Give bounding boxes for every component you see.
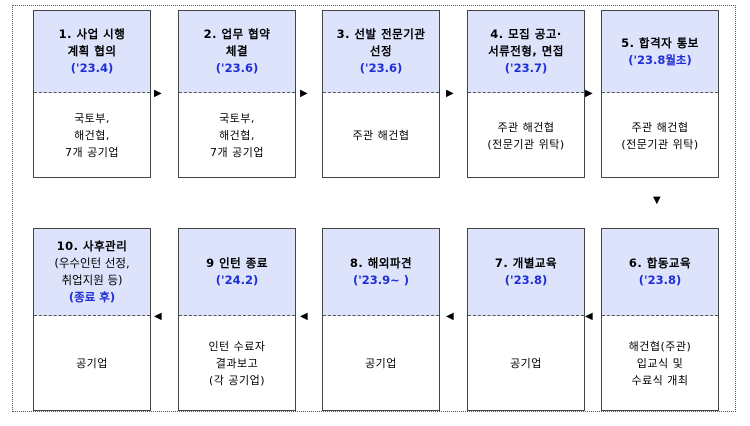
step-7-title: 7. 개별교육: [494, 256, 558, 270]
step-8-body: 공기업: [365, 357, 397, 370]
arrow-right-3: ▶: [446, 88, 454, 99]
step-6-body: 해건협(주관) 입교식 및 수료식 개최: [628, 340, 692, 387]
step-10-header: 10. 사후관리 (우수인턴 선정, 취업지원 등) (종료 후): [34, 229, 150, 316]
step-4-body: 주관 해건협 (전문기관 위탁): [487, 120, 565, 151]
arrow-left-1: ◀: [585, 311, 593, 322]
arrow-right-4: ▶: [585, 88, 593, 99]
step-4-box: 4. 모집 공고· 서류전형, 면접 ('23.7) 주관 해건협 (전문기관 …: [467, 10, 585, 178]
step-9-header: 9 인턴 종료 ('24.2): [179, 229, 295, 316]
step-7-header: 7. 개별교육 ('23.8): [468, 229, 584, 316]
step-5-header: 5. 합격자 통보 ('23.8월초): [602, 11, 718, 93]
step-3-date: ('23.6): [359, 61, 403, 75]
step-9-body: 인턴 수료자 결과보고 (각 공기업): [208, 340, 266, 387]
step-4-title: 4. 모집 공고· 서류전형, 면접: [488, 27, 564, 58]
step-3-title: 3. 선발 전문기관 선정: [336, 27, 426, 58]
step-8-title: 8. 해외파견: [349, 256, 413, 270]
step-3-body: 주관 해건협: [352, 129, 410, 142]
step-6-title: 6. 합동교육: [628, 256, 692, 270]
step-1-body: 국토부, 해건협, 7개 공기업: [65, 112, 119, 159]
step-2-box: 2. 업무 협약 체결 ('23.6) 국토부, 해건협, 7개 공기업: [178, 10, 296, 178]
arrow-down: ▼: [653, 195, 661, 206]
step-2-header: 2. 업무 협약 체결 ('23.6): [179, 11, 295, 93]
step-5-title: 5. 합격자 통보: [621, 35, 699, 50]
step-1-title: 1. 사업 시행 계획 협의: [58, 27, 126, 58]
arrow-left-2: ◀: [446, 311, 454, 322]
diagram-frame: [12, 5, 736, 412]
step-3-header: 3. 선발 전문기관 선정 ('23.6): [323, 11, 439, 93]
step-8-box: 8. 해외파견 ('23.9~ ) 공기업: [322, 228, 440, 411]
step-7-box: 7. 개별교육 ('23.8) 공기업: [467, 228, 585, 411]
step-10-subtitle: (우수인턴 선정, 취업지원 등): [54, 256, 130, 287]
step-9-title: 9 인턴 종료: [206, 256, 268, 270]
arrow-right-1: ▶: [154, 88, 162, 99]
step-6-box: 6. 합동교육 ('23.8) 해건협(주관) 입교식 및 수료식 개최: [601, 228, 719, 411]
step-3-box: 3. 선발 전문기관 선정 ('23.6) 주관 해건협: [322, 10, 440, 178]
step-10-body: 공기업: [76, 357, 108, 370]
arrow-left-3: ◀: [300, 311, 308, 322]
step-10-title: 10. 사후관리: [56, 239, 128, 253]
step-6-date: ('23.8): [638, 273, 682, 287]
step-9-date: ('24.2): [215, 273, 259, 287]
step-10-box: 10. 사후관리 (우수인턴 선정, 취업지원 등) (종료 후) 공기업: [33, 228, 151, 411]
step-2-body: 국토부, 해건협, 7개 공기업: [210, 112, 264, 159]
step-2-date: ('23.6): [215, 61, 259, 75]
step-1-header: 1. 사업 시행 계획 협의 ('23.4): [34, 11, 150, 93]
step-1-date: ('23.4): [70, 61, 114, 75]
step-5-date: ('23.8월초): [628, 52, 692, 67]
step-2-title: 2. 업무 협약 체결: [203, 27, 271, 58]
step-9-box: 9 인턴 종료 ('24.2) 인턴 수료자 결과보고 (각 공기업): [178, 228, 296, 411]
step-7-body: 공기업: [510, 357, 542, 370]
step-1-box: 1. 사업 시행 계획 협의 ('23.4) 국토부, 해건협, 7개 공기업: [33, 10, 151, 178]
step-10-date: (종료 후): [68, 290, 116, 304]
arrow-left-4: ◀: [154, 311, 162, 322]
step-8-header: 8. 해외파견 ('23.9~ ): [323, 229, 439, 316]
step-5-body: 주관 해건협 (전문기관 위탁): [621, 120, 699, 151]
step-6-header: 6. 합동교육 ('23.8): [602, 229, 718, 316]
step-4-header: 4. 모집 공고· 서류전형, 면접 ('23.7): [468, 11, 584, 93]
arrow-right-2: ▶: [300, 88, 308, 99]
step-5-box: 5. 합격자 통보 ('23.8월초) 주관 해건협 (전문기관 위탁): [601, 10, 719, 178]
step-8-date: ('23.9~ ): [352, 273, 410, 287]
step-7-date: ('23.8): [504, 273, 548, 287]
step-4-date: ('23.7): [504, 61, 548, 75]
